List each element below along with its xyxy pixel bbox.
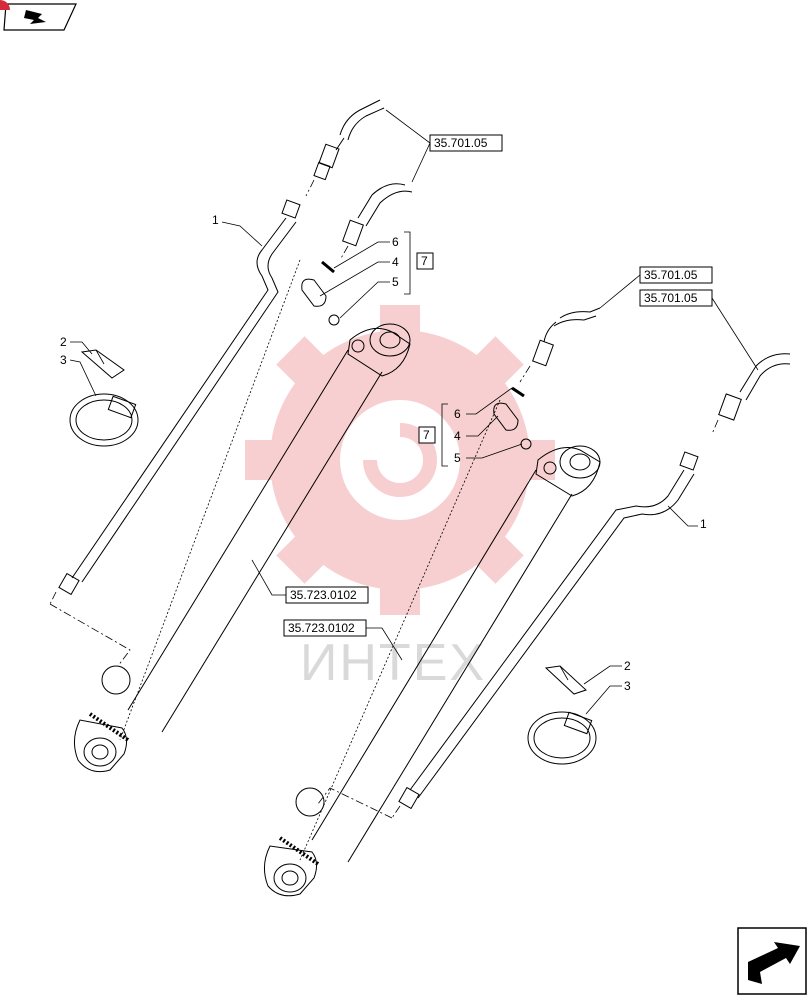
callout-5-left: 5	[392, 275, 399, 289]
ref-box-right-cylinder[interactable]: 35.723.0102	[283, 619, 367, 637]
ref-box-left-hose[interactable]: 35.701.05	[429, 134, 503, 152]
callout-3-right: 3	[624, 679, 631, 693]
kit-box-left[interactable]: 7	[416, 252, 434, 270]
callout-6-right: 6	[454, 407, 461, 421]
page-turn-arrow-icon[interactable]	[0, 0, 77, 31]
ref-label: 35.701.05	[434, 136, 488, 150]
left-hydraulic-cylinder	[49, 259, 411, 773]
left-hose-upper	[305, 99, 385, 197]
ref-label: 35.701.05	[644, 268, 698, 282]
left-hose-lower	[339, 183, 413, 261]
next-page-arrow-icon[interactable]	[737, 927, 807, 995]
callout-4-right: 4	[454, 429, 461, 443]
watermark-gear	[245, 305, 555, 615]
callout-1-right: 1	[700, 517, 707, 531]
kit-label: 7	[421, 254, 428, 268]
left-elbow-fitting	[301, 260, 340, 326]
kit-box-right[interactable]: 7	[418, 426, 436, 444]
ref-label: 35.723.0102	[290, 588, 357, 602]
left-hose-clamp	[69, 393, 139, 447]
right-hose-upper	[519, 307, 601, 383]
right-elbow-fitting	[493, 386, 532, 450]
right-clip	[544, 665, 587, 695]
callout-4-left: 4	[392, 255, 399, 269]
left-clip	[80, 349, 125, 379]
callout-2-right: 2	[624, 659, 631, 673]
right-hydraulic-cylinder	[264, 399, 601, 897]
ref-label: 35.723.0102	[288, 621, 355, 635]
left-hydraulic-tube	[49, 199, 301, 605]
ref-box-left-cylinder[interactable]: 35.723.0102	[285, 586, 369, 604]
right-hose-clamp	[527, 711, 597, 765]
ref-label: 35.701.05	[644, 291, 698, 305]
callout-2-left: 2	[60, 335, 67, 349]
callout-1-left: 1	[212, 213, 219, 227]
callout-5-right: 5	[454, 451, 461, 465]
callout-3-left: 3	[60, 353, 67, 367]
ref-box-right-hose-upper[interactable]: 35.701.05	[639, 266, 713, 284]
watermark-text: ИНТЕХ	[300, 634, 486, 692]
right-hose-far	[711, 353, 791, 435]
callout-6-left: 6	[392, 235, 399, 249]
right-hydraulic-tube	[391, 451, 699, 819]
ref-box-right-hose-lower[interactable]: 35.701.05	[639, 289, 713, 307]
kit-label: 7	[423, 428, 430, 442]
